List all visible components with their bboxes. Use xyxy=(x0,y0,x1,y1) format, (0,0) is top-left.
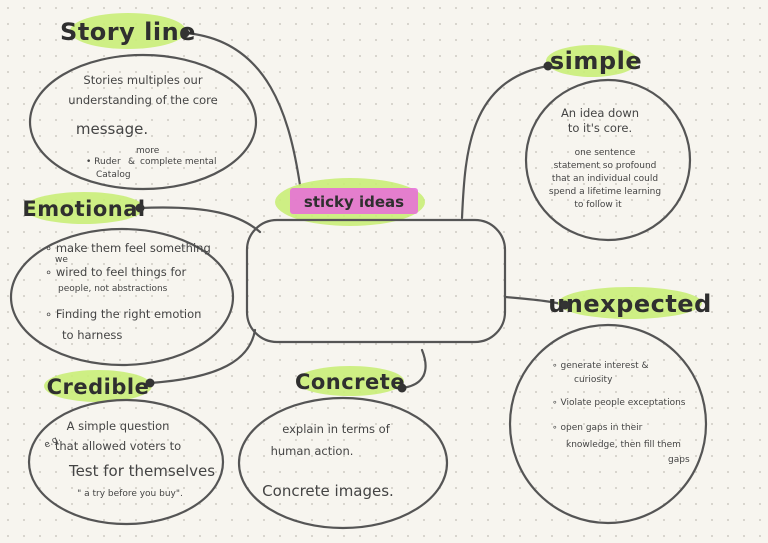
credible-bubble xyxy=(27,398,225,526)
credible-node-dot xyxy=(145,378,155,388)
concrete-node-dot xyxy=(397,383,407,393)
central-box xyxy=(245,218,507,344)
simple-text-1: An idea down xyxy=(561,106,639,120)
story-line-bubble xyxy=(28,53,258,191)
story-line-bullet-rest: complete mental xyxy=(140,157,216,167)
branch-simple: simple An idea down to it's core. one se… xyxy=(524,45,692,242)
central-label: sticky ideas xyxy=(304,193,404,211)
connector-simple xyxy=(460,64,550,220)
concrete-text-3: Concrete images. xyxy=(262,482,394,500)
emotional-bullet-1: ∘ make them feel something xyxy=(45,241,211,255)
emotional-bullet-2b: people, not abstractions xyxy=(58,284,168,294)
emotional-we: we xyxy=(55,255,68,265)
unexpected-bullet-3a: ∘ open gaps in their xyxy=(552,423,643,433)
unexpected-bullet-3b: knowledge, then fill them xyxy=(566,440,681,450)
emotional-node-dot xyxy=(135,203,145,213)
simple-text-4: statement so profound xyxy=(554,161,657,171)
central-node: sticky ideas xyxy=(245,178,507,344)
central-label-highlight xyxy=(290,188,418,214)
story-line-emphasis: message. xyxy=(76,120,148,138)
branch-credible: Credible e.g. A simple question that all… xyxy=(27,370,225,526)
credible-text-1: A simple question xyxy=(67,419,170,433)
concrete-text-2: human action. xyxy=(271,444,354,458)
simple-text-5: that an individual could xyxy=(552,174,658,184)
emotional-bullet-2a: ∘ wired to feel things for xyxy=(45,265,187,279)
concrete-highlight xyxy=(296,366,404,396)
simple-node-dot xyxy=(543,61,553,71)
connector-story-line xyxy=(183,31,302,187)
story-line-title: Story line xyxy=(60,18,196,46)
branch-unexpected: unexpected ∘ generate interest & curiosi… xyxy=(508,287,712,525)
unexpected-highlight xyxy=(558,287,702,319)
credible-test: Test for themselves xyxy=(68,462,215,480)
simple-text-2: to it's core. xyxy=(568,121,632,135)
story-line-bullet-prefix: • Ruder xyxy=(86,157,121,167)
simple-text-7: to follow it xyxy=(574,200,622,210)
story-line-bullet-amp: & xyxy=(128,157,135,167)
story-line-text-1: Stories multiples our xyxy=(83,73,202,87)
simple-highlight xyxy=(546,45,638,77)
unexpected-node-dot xyxy=(560,300,570,310)
simple-bubble xyxy=(524,78,692,242)
emotional-bullet-3b: to harness xyxy=(62,328,122,342)
simple-text-6: spend a lifetime learning xyxy=(549,187,661,197)
credible-title: Credible xyxy=(47,375,150,399)
branch-story-line: Story line Stories multiples our underst… xyxy=(28,13,258,191)
concrete-bubble xyxy=(237,396,449,530)
concrete-title: Concrete xyxy=(295,370,405,394)
story-line-highlight xyxy=(70,13,186,49)
unexpected-bullet-2: ∘ Violate people exceptations xyxy=(552,398,686,408)
concrete-text-1: explain in terms of xyxy=(282,422,390,436)
story-line-node-dot xyxy=(180,28,190,38)
branch-concrete: Concrete explain in terms of human actio… xyxy=(237,366,449,530)
emotional-highlight xyxy=(24,192,144,224)
unexpected-bullet-3c: gaps xyxy=(668,455,690,465)
branch-emotional: Emotional we ∘ make them feel something … xyxy=(9,192,235,367)
connector-credible xyxy=(148,328,257,385)
credible-quote: " a try before you buy". xyxy=(77,489,183,499)
simple-title: simple xyxy=(550,47,642,75)
connectors xyxy=(138,31,567,390)
credible-highlight xyxy=(44,370,152,402)
emotional-bubble xyxy=(9,227,235,367)
unexpected-bubble xyxy=(508,323,708,525)
story-line-text-2: understanding of the core xyxy=(68,93,217,107)
emotional-bullet-3a: ∘ Finding the right emotion xyxy=(45,307,201,321)
connector-concrete xyxy=(400,348,427,390)
simple-text-3: one sentence xyxy=(575,148,636,158)
emotional-title: Emotional xyxy=(22,197,145,221)
story-line-bullet-last: Catalog xyxy=(96,170,131,180)
unexpected-bullet-1b: curiosity xyxy=(574,375,613,385)
unexpected-bullet-1a: ∘ generate interest & xyxy=(552,361,649,371)
story-line-bullet-more: more xyxy=(136,146,160,156)
credible-text-2: that allowed voters to xyxy=(55,439,181,453)
connector-emotional xyxy=(138,206,262,234)
unexpected-title: unexpected xyxy=(548,290,712,318)
